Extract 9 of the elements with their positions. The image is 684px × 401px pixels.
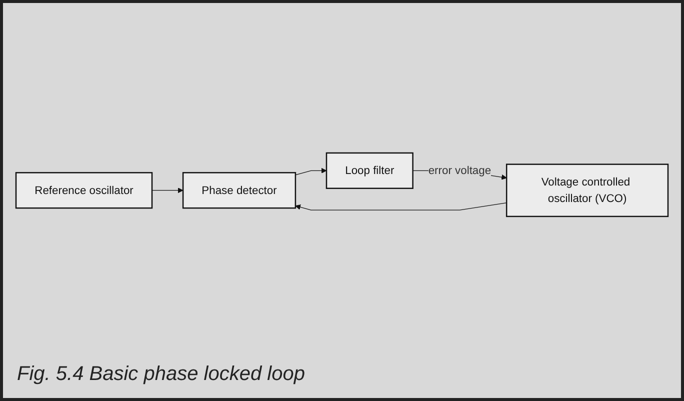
node-box: Loop filter bbox=[326, 152, 414, 190]
node-box: Voltage controlled oscillator (VCO) bbox=[506, 164, 669, 218]
arrow bbox=[295, 168, 327, 176]
node-box: Reference oscillator bbox=[15, 172, 153, 209]
arrow bbox=[295, 202, 507, 211]
node-box: Phase detector bbox=[182, 172, 296, 209]
edge-label: error voltage bbox=[428, 164, 492, 177]
figure-caption: Fig. 5.4 Basic phase locked loop bbox=[16, 362, 306, 387]
arrow bbox=[152, 188, 184, 194]
